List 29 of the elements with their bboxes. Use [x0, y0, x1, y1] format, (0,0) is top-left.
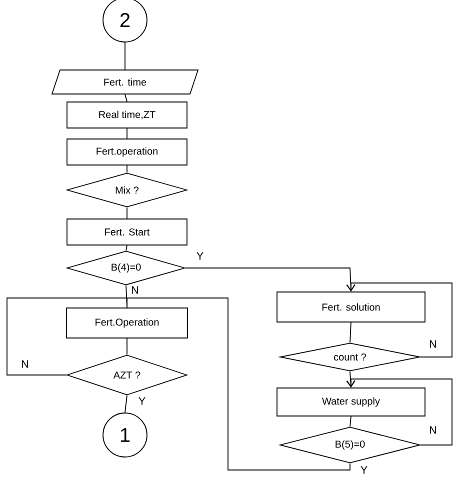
edge-label: Y: [195, 251, 205, 261]
connector-line: [124, 42, 126, 70]
process-box: Fert. Start: [66, 218, 188, 246]
process-box: Fert.Operation: [66, 308, 188, 338]
arrow: [185, 268, 356, 292]
edge-label: N: [428, 425, 438, 435]
process-box: Fert. solution: [276, 292, 426, 322]
connector-line: [6, 298, 128, 376]
edge-label: N: [428, 339, 438, 349]
connector-line: [126, 207, 128, 219]
arrow: [346, 371, 356, 388]
connector-line: [126, 298, 350, 470]
edge-label: Y: [137, 396, 147, 406]
edge-label: N: [20, 359, 30, 369]
connector-line: [126, 338, 128, 355]
connector-line: [124, 94, 128, 102]
process-box: Fert.operation: [66, 138, 188, 166]
connector-line: [126, 245, 128, 251]
edge-label: Y: [359, 465, 369, 475]
connector-line: [126, 128, 128, 139]
edge-label: N: [130, 285, 140, 295]
connector-line: [350, 322, 352, 343]
connector-line: [126, 165, 128, 173]
connector-line: [124, 395, 128, 413]
process-box: Real time,ZT: [66, 102, 188, 128]
arrow: [346, 282, 452, 358]
connector-line: [350, 416, 352, 427]
arrow: [346, 378, 452, 446]
process-box: Water supply: [276, 388, 426, 416]
